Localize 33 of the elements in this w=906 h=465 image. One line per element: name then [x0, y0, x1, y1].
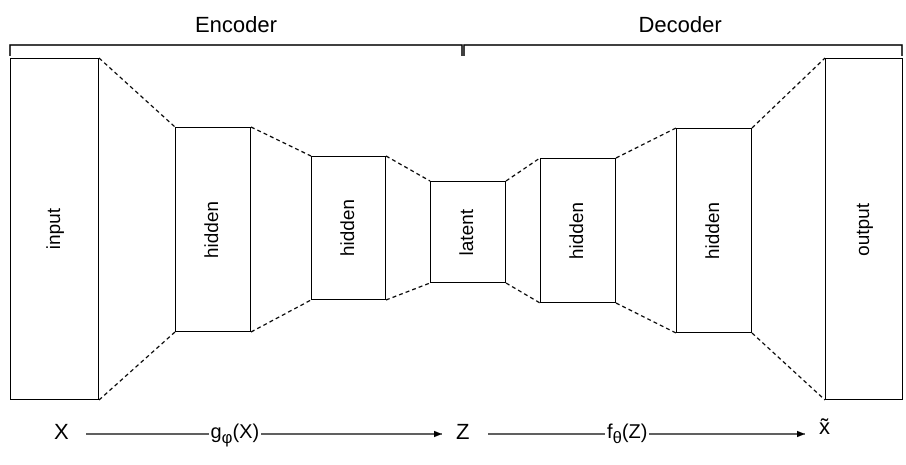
edge-label: g$_{φ}$(X): [208, 422, 262, 446]
edge-label: f$_{θ}$(Z): [605, 422, 650, 446]
dashed-line: [616, 302, 676, 334]
variable-label: X: [54, 421, 69, 443]
layer-box: [311, 156, 386, 300]
dashed-line: [386, 282, 430, 301]
layer-label: hidden: [202, 200, 224, 258]
layer-label: hidden: [338, 199, 360, 257]
dashed-line: [752, 58, 826, 128]
layer-box: [175, 127, 251, 332]
layer-label: hidden: [703, 202, 725, 260]
dashed-line: [506, 282, 540, 304]
dashed-line: [616, 127, 676, 159]
section-heading: Decoder: [638, 12, 722, 38]
layer-label: input: [44, 208, 66, 250]
dashed-line: [506, 157, 540, 182]
variable-label: Z: [456, 421, 470, 443]
dashed-line: [250, 126, 312, 157]
layer-box: [825, 58, 903, 400]
layer-box: [676, 128, 752, 333]
dashed-line: [386, 155, 430, 182]
section-heading: Encoder: [195, 12, 277, 38]
layer-box: [540, 158, 616, 303]
layer-label: hidden: [567, 202, 589, 260]
layer-label: output: [853, 202, 875, 256]
dashed-line: [98, 58, 176, 128]
variable-label: x̃: [819, 416, 830, 438]
layer-box: [430, 181, 506, 283]
layer-box: [10, 58, 99, 400]
dashed-line: [98, 332, 176, 400]
layer-label: latent: [457, 208, 479, 256]
dashed-line: [250, 299, 312, 333]
dashed-line: [752, 332, 826, 400]
